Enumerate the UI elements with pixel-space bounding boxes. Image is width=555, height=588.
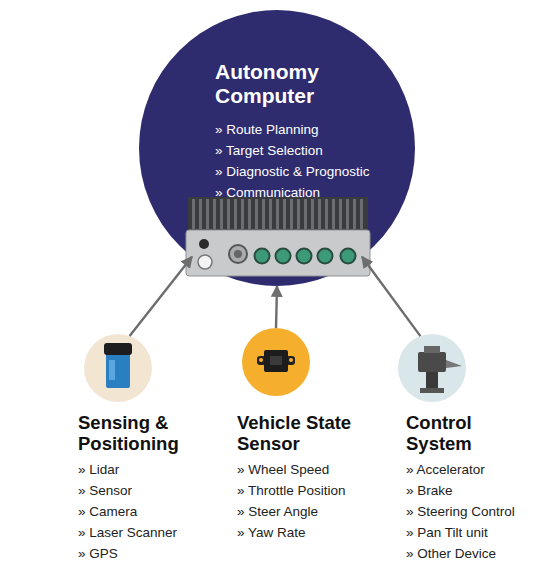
lidar-icon <box>104 343 132 388</box>
bullet-item: » Pan Tilt unit <box>406 524 488 542</box>
sensing-group: Sensing & Positioning » Lidar » Sensor » Ca… <box>78 334 228 564</box>
bullet-item: » Lidar <box>78 461 119 479</box>
port <box>229 245 247 263</box>
circle-fill <box>84 334 152 402</box>
bullet-item: » Throttle Position <box>237 482 346 500</box>
bullet-item: » Yaw Rate <box>237 524 306 542</box>
circle-outline <box>242 328 310 396</box>
group-heading: Sensing & Positioning <box>78 412 208 454</box>
bullet-item: » GPS <box>78 545 118 563</box>
port-pin <box>234 250 242 258</box>
circle-fill <box>398 334 466 402</box>
arrow-connector <box>276 286 277 328</box>
bullet-item: » Communication <box>215 184 320 202</box>
autonomy-circle: Autonomy Computer » Route Planning » Targe… <box>139 10 415 286</box>
group-heading: Vehicle State Sensor <box>237 412 377 454</box>
circle-fill <box>242 328 310 396</box>
control-group: Control System » Accelerator » Brake » Stee… <box>398 334 548 564</box>
bullet-item: » Steering Control <box>406 503 515 521</box>
arrow-connector <box>130 257 192 336</box>
bullet-item: » Steer Angle <box>237 503 318 521</box>
bullet-item: » Diagnostic & Prognostic <box>215 163 370 181</box>
front-panel <box>186 230 370 276</box>
bullet-item: » Sensor <box>78 482 132 500</box>
pan-tilt-icon <box>418 346 462 393</box>
port <box>198 255 212 269</box>
power-button <box>199 239 209 249</box>
arrow-connector <box>362 257 420 336</box>
bullet-item: » Wheel Speed <box>237 461 329 479</box>
bullet-item: » Target Selection <box>215 142 323 160</box>
heatsink <box>188 197 368 231</box>
green-connectors <box>255 249 356 264</box>
vehicle-state-sensor-icon <box>257 350 295 372</box>
circle-outline <box>398 334 466 402</box>
autonomy-computer-device <box>186 197 370 276</box>
bullet-item: » Accelerator <box>406 461 485 479</box>
vehicle-state-group: Vehicle State Sensor » Wheel Speed » Throt… <box>237 328 387 564</box>
group-heading: Control System <box>406 412 518 454</box>
circle-fill <box>139 10 415 286</box>
circle-outline <box>84 334 152 402</box>
bullet-item: » Camera <box>78 503 137 521</box>
bullet-item: » Brake <box>406 482 453 500</box>
node-title: Autonomy Computer <box>215 60 365 108</box>
bullet-item: » Route Planning <box>215 121 319 139</box>
heatsink-fins <box>192 199 363 229</box>
bullet-item: » Laser Scanner <box>78 524 177 542</box>
bullet-item: » Other Device <box>406 545 496 563</box>
